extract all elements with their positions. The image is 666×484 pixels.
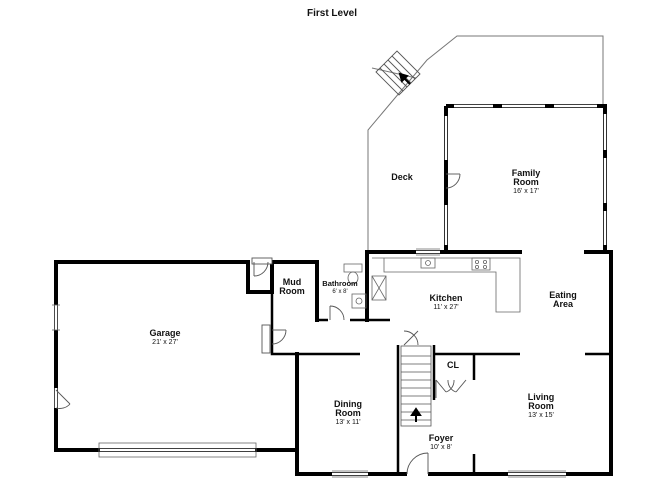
kitchen-name: Kitchen: [429, 293, 463, 303]
dining-room-name-1: Dining: [334, 399, 362, 409]
garage-side-door: [55, 389, 71, 409]
stairs: [400, 345, 432, 427]
living-room-dims: 13' x 15': [528, 412, 554, 419]
bathroom-door: [329, 305, 345, 321]
bathroom-fixtures: [343, 263, 367, 309]
family-room-name-2: Room: [513, 177, 539, 187]
eating-area-name-2: Area: [552, 299, 574, 309]
front-door: [406, 452, 429, 476]
garage-name: Garage: [149, 328, 181, 338]
mud-room-name-2: Room: [279, 286, 305, 296]
interior-walls: [270, 262, 611, 474]
garage-door-outline: [52, 304, 257, 458]
foyer-name: Foyer: [428, 433, 454, 443]
kitchen-label: Kitchen 11' x 27': [429, 293, 463, 312]
foyer-dims: 10' x 8': [430, 444, 452, 451]
living-room-name-1: Living: [527, 392, 555, 402]
deck-label: Deck: [391, 172, 413, 182]
deck-outline: [367, 35, 604, 252]
living-room-name-2: Room: [528, 401, 554, 411]
eating-area-name-1: Eating: [549, 290, 577, 300]
garage-label: Garage 21' x 27': [149, 328, 181, 347]
mud-room-exterior-door: [251, 257, 273, 277]
garage-interior-door: [261, 324, 287, 354]
stair-arrow: [410, 407, 422, 422]
stair-door: [403, 330, 419, 346]
kitchen-dims: 11' x 27': [433, 304, 459, 311]
deck-stairs: [375, 50, 421, 96]
garage-dims: 21' x 27': [152, 339, 178, 346]
garage-openings: [54, 305, 255, 452]
dining-room-name-2: Room: [335, 408, 361, 418]
family-room-name-1: Family: [511, 168, 541, 178]
family-room-label: Family Room 16' x 17': [511, 168, 541, 196]
mud-room-name-1: Mud: [282, 277, 302, 287]
closet-label: CL: [447, 360, 459, 370]
closet-doors: [435, 379, 467, 398]
dining-room-label: Dining Room 13' x 11': [334, 399, 362, 427]
eating-area-label: Eating Area: [549, 291, 577, 309]
deck-stair-arrow: [398, 72, 411, 85]
front-window-frames: [332, 470, 566, 478]
bathroom-label: Bathroom 6' x 8': [322, 280, 357, 295]
plan-title: First Level: [306, 8, 358, 19]
bathroom-dims: 6' x 8': [332, 288, 348, 295]
dining-room-dims: 13' x 11': [335, 419, 361, 426]
deck-door: [445, 173, 461, 189]
living-room-label: Living Room 13' x 15': [527, 392, 555, 420]
foyer-label: Foyer 10' x 8': [428, 433, 454, 452]
family-room-windows: [444, 104, 607, 245]
bathroom-name: Bathroom: [322, 279, 358, 288]
family-room-dims: 16' x 17': [513, 188, 539, 195]
kitchen-counters: [371, 257, 521, 313]
mud-room-label: Mud Room: [279, 278, 305, 296]
kitchen-window-frame: [416, 248, 440, 256]
